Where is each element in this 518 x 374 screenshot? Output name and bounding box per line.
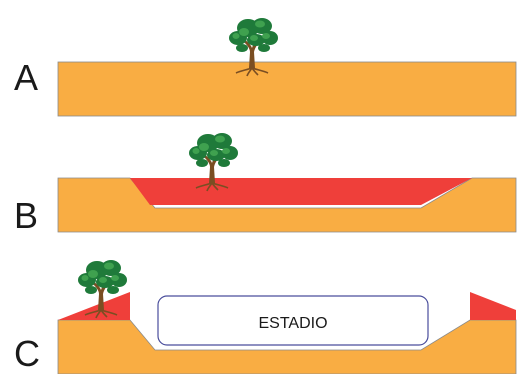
panel-c: C ESTADIO [14,259,517,374]
panel-label-c: C [14,333,40,374]
fill-layer [130,178,472,205]
panel-b: B [14,132,517,236]
fill-layer-right [470,292,516,320]
panel-label-b: B [14,195,38,236]
fill-layer-left [58,292,130,320]
panel-label-a: A [14,57,38,98]
ground-layer [57,61,517,117]
panel-a: A [14,17,517,117]
stadium-label: ESTADIO [258,315,327,332]
stadium-box [157,295,429,346]
